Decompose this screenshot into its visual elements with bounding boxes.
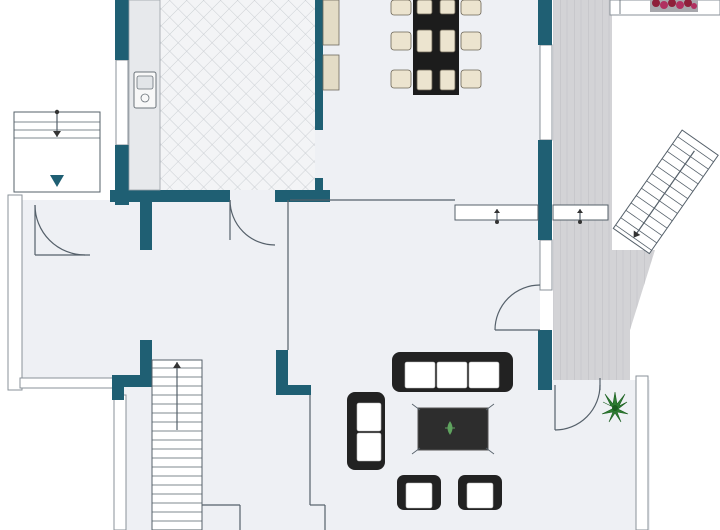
hall-floor — [20, 200, 290, 380]
main-stairs — [151, 359, 203, 530]
dining-chair — [416, 69, 433, 91]
flower-box-icon — [650, 0, 698, 12]
dining-chair — [416, 0, 433, 15]
stair-window — [113, 394, 127, 530]
dining-cabinets — [322, 0, 340, 91]
entry-steps — [13, 109, 101, 193]
dining-set — [390, 0, 482, 95]
hall-window-frame — [7, 194, 23, 391]
cabinet-upper — [322, 0, 340, 46]
wooden-deck — [553, 0, 720, 380]
kitchen-tile-floor — [160, 0, 315, 190]
dining-chair — [390, 31, 412, 51]
dining-chair — [439, 29, 456, 53]
hall-entry-door — [34, 204, 90, 256]
dining-sliding-door — [454, 204, 539, 224]
wall-dining-east-top — [538, 0, 552, 45]
dining-chair — [390, 0, 412, 16]
dining-chair — [460, 0, 482, 16]
dining-chair — [439, 69, 456, 91]
wall-kitchen-west-top — [115, 0, 129, 60]
armchair-left — [397, 475, 441, 510]
cabinet-lower — [322, 54, 340, 91]
stair-arrow-icon — [173, 362, 181, 368]
wall-dining-east-mid — [538, 140, 552, 240]
living-window — [539, 239, 553, 291]
kitchen-counter — [128, 0, 161, 191]
stair-arrow-icon — [494, 209, 500, 213]
armchair-right — [458, 475, 502, 510]
dining-chairs — [390, 0, 482, 91]
sofa-three-seater — [392, 352, 513, 392]
sink-icon — [133, 71, 157, 109]
coffee-table — [411, 403, 495, 455]
plant-icon — [445, 421, 455, 435]
dining-chair — [390, 69, 412, 89]
dining-chair — [416, 29, 433, 53]
wall-kitchen-south — [110, 190, 230, 202]
stair-hall-floor — [120, 380, 310, 530]
wall-hall-stub — [140, 190, 152, 250]
living-side-door — [494, 284, 541, 331]
sofa-two-seater — [347, 392, 385, 470]
terrace-door — [554, 378, 601, 431]
deck-sliding-door — [552, 204, 609, 224]
hall-lower-window — [19, 377, 121, 389]
living-furniture — [347, 352, 513, 510]
outdoor-stairs — [612, 129, 719, 255]
plant-icon — [601, 391, 629, 423]
stair-arrow-icon — [633, 230, 641, 238]
kitchen-window — [115, 59, 129, 146]
stair-arrow-icon — [53, 131, 61, 137]
wall-kitchen-east — [315, 0, 323, 130]
dining-chair — [460, 69, 482, 89]
sliding-doors — [454, 204, 609, 224]
stair-arrow-icon — [577, 209, 583, 213]
dining-chair — [439, 0, 456, 15]
wall-living-east — [538, 330, 552, 390]
dining-chair — [460, 31, 482, 51]
stair-tread — [677, 136, 714, 163]
walls — [110, 0, 552, 400]
wall-living-west — [276, 350, 288, 395]
terrace-window — [635, 375, 649, 530]
terrace-floor — [540, 380, 650, 530]
dining-window — [539, 44, 553, 141]
kitchen-hall-door — [229, 199, 276, 246]
stair-tread — [615, 224, 652, 251]
doors — [34, 199, 601, 431]
